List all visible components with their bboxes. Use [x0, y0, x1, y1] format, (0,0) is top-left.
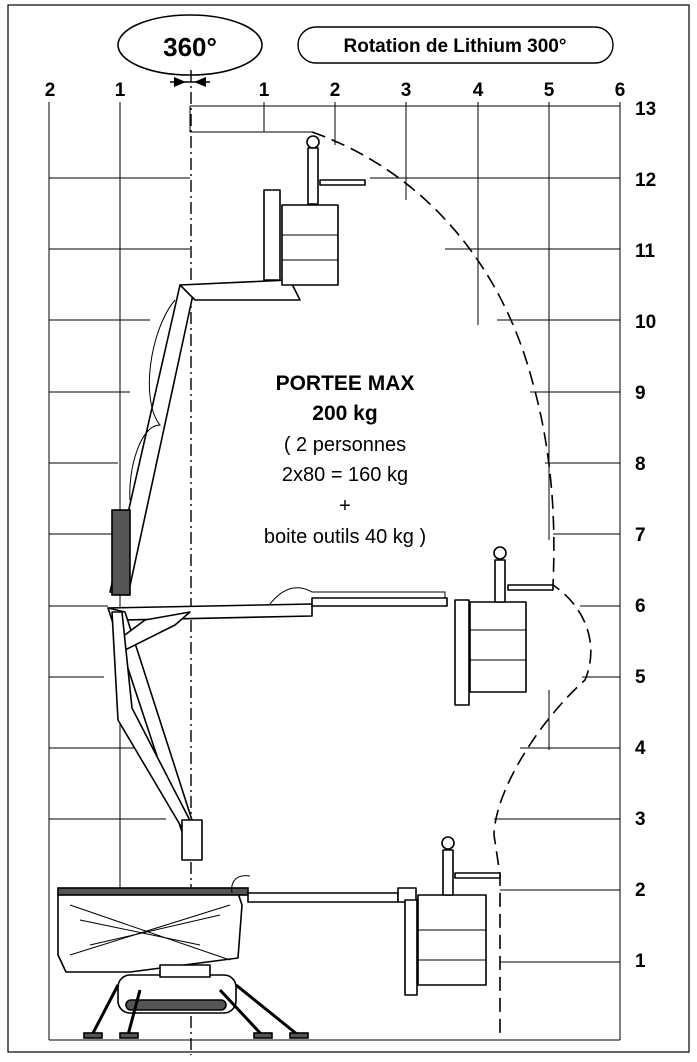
- reach-title: PORTEE MAX: [276, 372, 415, 395]
- reach-toolbox: boite outils 40 kg ): [264, 526, 426, 548]
- x-tick: 3: [401, 80, 412, 101]
- x-axis: 2 1 1 2 3 4 5 6: [45, 80, 626, 101]
- x-tick: 2: [330, 80, 341, 101]
- basket-mid: [454, 546, 554, 706]
- y-tick: 10: [635, 312, 656, 333]
- boom-upper: [109, 279, 301, 596]
- rotation-ellipse: [117, 14, 263, 76]
- max-reach-info: PORTEE MAX 200 kg ( 2 personnes 2x80 = 1…: [264, 372, 426, 548]
- basket-high: [263, 135, 366, 286]
- y-tick: 3: [635, 809, 646, 830]
- reach-persons-weight: 2x80 = 160 kg: [282, 464, 408, 486]
- x-tick: 1: [115, 80, 126, 101]
- y-tick: 9: [635, 383, 646, 404]
- reach-plus: +: [339, 495, 351, 517]
- y-tick: 5: [635, 667, 646, 688]
- chassis: [57, 887, 309, 1039]
- y-tick: 11: [635, 241, 656, 262]
- rotation-arrow-icon: [170, 77, 210, 87]
- y-tick: 7: [635, 525, 646, 546]
- basket-low: [404, 836, 501, 996]
- y-tick: 12: [635, 170, 656, 191]
- x-tick: 1: [259, 80, 270, 101]
- y-tick: 6: [635, 596, 646, 617]
- y-tick: 2: [635, 880, 646, 901]
- y-tick: 8: [635, 454, 646, 475]
- rotation-label: 360°: [163, 32, 217, 62]
- y-axis: 13 12 11 10 9 8 7 6 5 4 3 2 1: [635, 99, 656, 972]
- rotation-badge: [297, 26, 614, 64]
- x-tick: 2: [45, 80, 56, 101]
- rotation-badge-text: Rotation de Lithium 300°: [344, 36, 567, 57]
- x-tick: 4: [473, 80, 484, 101]
- x-tick: 6: [615, 80, 626, 101]
- y-tick: 1: [635, 951, 646, 972]
- outer-border: [7, 4, 690, 1053]
- y-tick: 4: [635, 738, 646, 759]
- boom-lower: [231, 875, 417, 903]
- boom-middle: [107, 587, 448, 861]
- y-tick: 13: [635, 99, 656, 120]
- x-tick: 5: [544, 80, 555, 101]
- reach-envelope: [311, 131, 592, 1040]
- grid: [48, 102, 621, 1041]
- reach-capacity: 200 kg: [312, 402, 377, 425]
- reach-persons: ( 2 personnes: [284, 434, 406, 456]
